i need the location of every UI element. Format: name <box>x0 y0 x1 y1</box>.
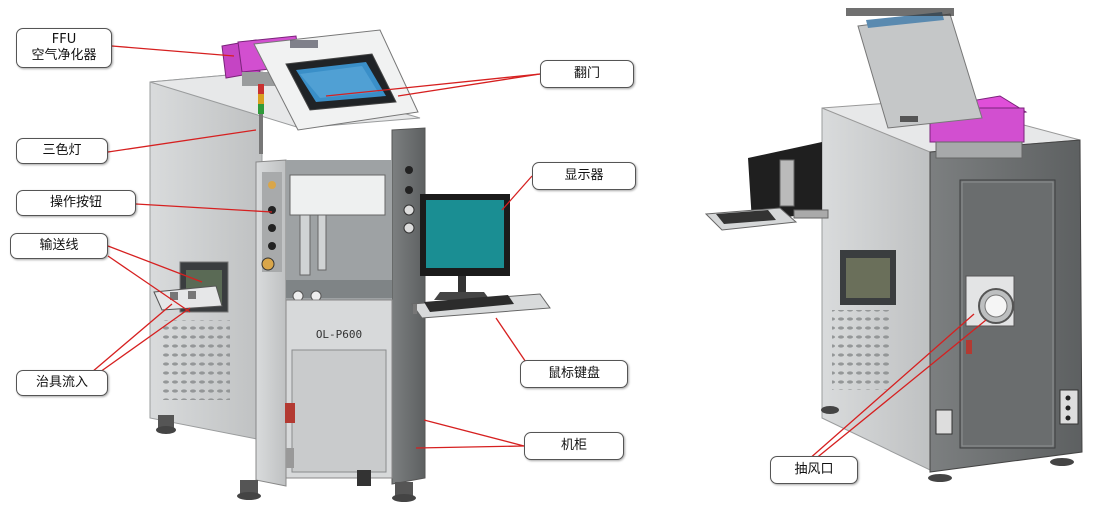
rear-machine <box>704 8 1083 482</box>
label-mouse-keyboard: 鼠标键盘 <box>520 360 628 388</box>
label-fixture-inflow: 治具流入 <box>16 370 108 396</box>
label-operation-buttons: 操作按钮 <box>16 190 136 216</box>
leader-lines <box>91 45 987 461</box>
label-conveyor: 输送线 <box>10 233 108 259</box>
label-monitor: 显示器 <box>532 162 636 190</box>
front-machine: OL-P600 <box>149 29 551 502</box>
label-ffu: FFU 空气净化器 <box>16 28 112 68</box>
label-cabinet: 机柜 <box>524 432 624 460</box>
label-exhaust-port: 抽风口 <box>770 456 858 484</box>
label-tower-light: 三色灯 <box>16 138 108 164</box>
model-label: OL-P600 <box>316 328 362 341</box>
label-flip-door: 翻门 <box>540 60 634 88</box>
